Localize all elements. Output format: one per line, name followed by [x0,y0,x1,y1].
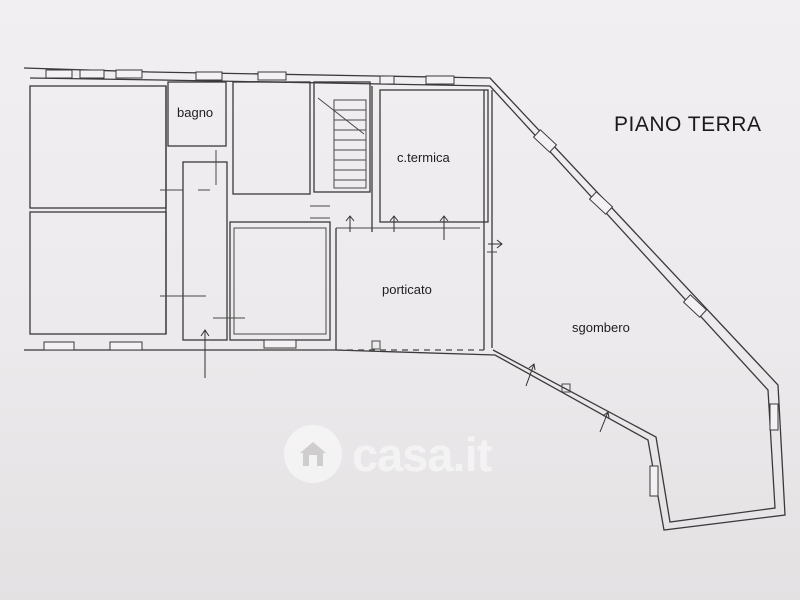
left-rooms [29,85,183,335]
casa-it-watermark: casa.it [284,424,492,484]
porch-walls [335,90,485,351]
windows [43,69,779,497]
room-label-bagno: bagno [177,105,214,120]
room-label-porticato: porticato [382,282,432,297]
house-icon [284,425,342,483]
outer-walls [23,67,786,531]
room-label-sgombero: sgombero [572,320,630,335]
floor-title: PIANO TERRA [614,113,762,136]
storage-walls [487,90,497,348]
watermark-brand-text: casa.it [352,427,492,481]
central-rooms [167,81,331,341]
staircase [310,81,371,219]
room-label-c-termica: c.termica [397,150,450,165]
boiler-room-walls [336,86,489,232]
door-arrows [200,215,610,433]
